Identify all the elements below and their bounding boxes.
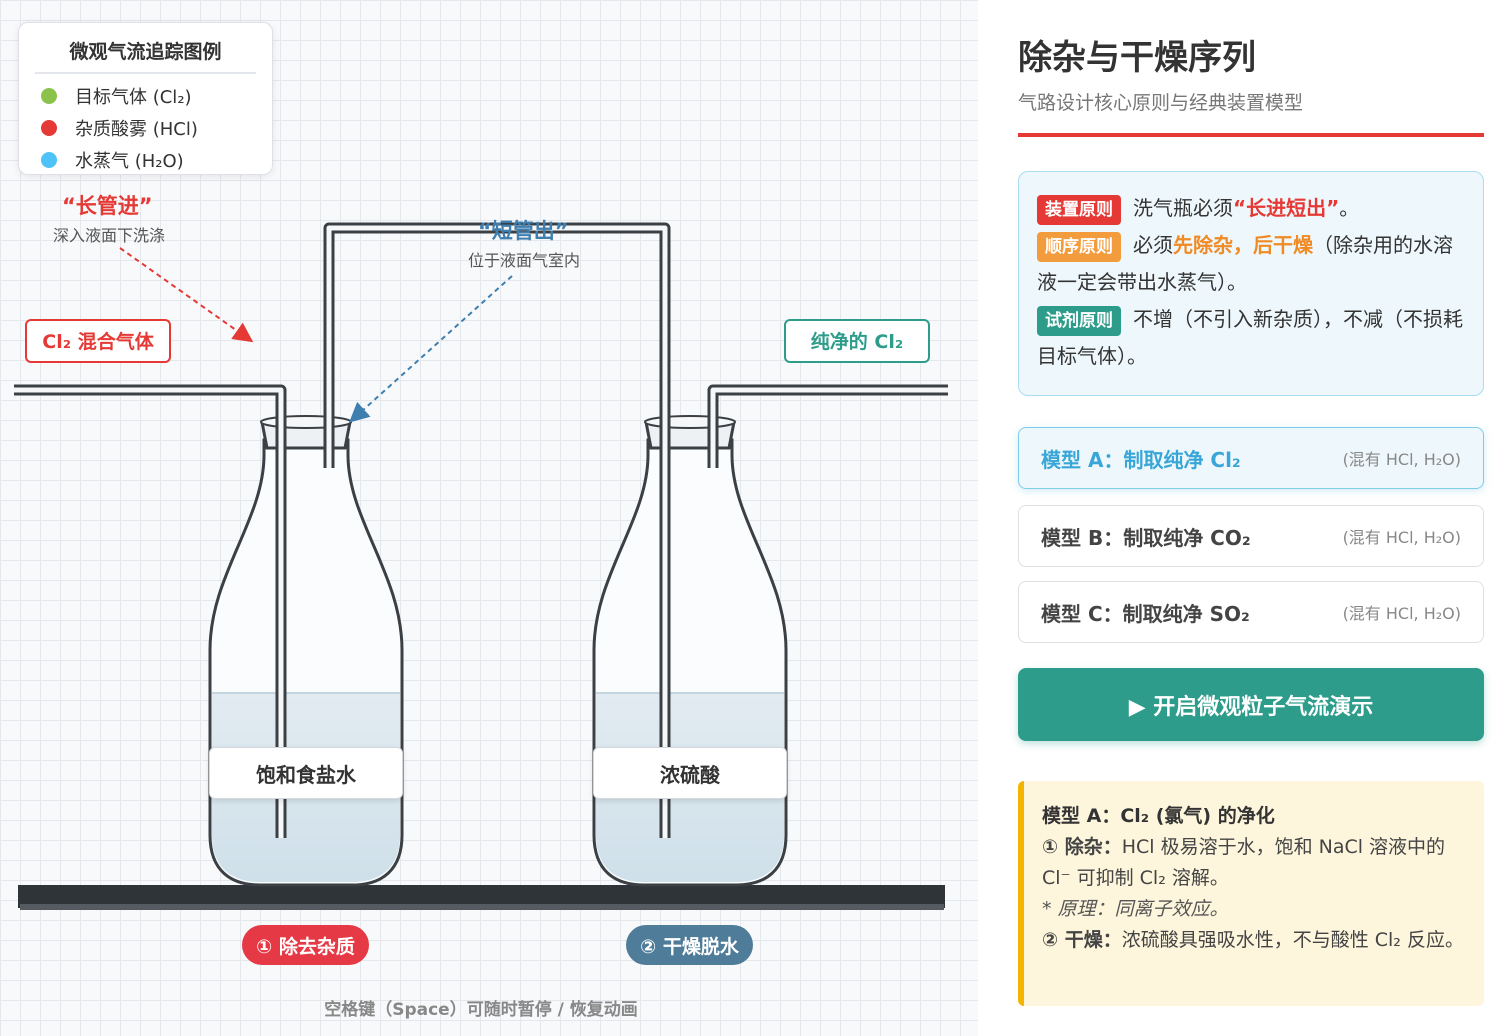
blue-dot-icon (41, 152, 57, 168)
info-note: * 原理：同离子效应。 (1042, 898, 1229, 920)
legend-item-hcl: 杂质酸雾 (HCl) (35, 112, 256, 144)
start-demo-button[interactable]: ▶ 开启微观粒子气流演示 (1018, 668, 1484, 741)
step-badge-dry: ② 干燥脱水 (626, 925, 753, 965)
legend-label: 杂质酸雾 (HCl) (75, 119, 198, 140)
info-step-label: ② 干燥： (1042, 929, 1122, 951)
legend-title: 微观气流追踪图例 (35, 37, 256, 74)
title-divider (1018, 133, 1484, 137)
model-name: 模型 B：制取纯净 CO₂ (1041, 525, 1251, 550)
outlet-tube (707, 384, 948, 468)
short-out-subtitle: 位于液面气室内 (468, 251, 581, 270)
principle-apparatus: 装置原则洗气瓶必须“长进短出”。 (1037, 190, 1465, 227)
panel-title: 除杂与干燥序列 (1018, 38, 1256, 78)
model-name: 模型 C：制取纯净 SO₂ (1041, 601, 1250, 626)
principle-text: （除杂用的水溶液一定会带出水蒸气）。 (1037, 233, 1453, 294)
principle-highlight: “长进短出” (1233, 196, 1340, 220)
model-name: 模型 A：制取纯净 Cl₂ (1041, 447, 1241, 472)
base-platform-edge (20, 904, 944, 910)
red-dot-icon (41, 120, 57, 136)
legend-item-h2o: 水蒸气 (H₂O) (35, 144, 256, 176)
principle-text: 。 (1339, 196, 1360, 220)
info-step-text: HCl 极易溶于水，饱和 NaCl 溶液中的 Cl⁻ 可抑制 Cl₂ 溶解。 (1042, 836, 1446, 889)
side-panel: 除杂与干燥序列 气路设计核心原则与经典装置模型 装置原则洗气瓶必须“长进短出”。… (978, 0, 1504, 1036)
wash-bottle-1 (208, 415, 404, 887)
info-step-label: ① 除杂： (1042, 836, 1122, 858)
keyboard-hint: 空格键（Space）可随时暂停 / 恢复动画 (324, 1000, 638, 1020)
principle-highlight: 先除杂，后干燥 (1173, 233, 1313, 257)
info-step1: ① 除杂：HCl 极易溶于水，饱和 NaCl 溶液中的 Cl⁻ 可抑制 Cl₂ … (1042, 832, 1466, 894)
model-impurity: (混有 HCl, H₂O) (1342, 604, 1461, 623)
legend: 微观气流追踪图例 目标气体 (Cl₂) 杂质酸雾 (HCl) 水蒸气 (H₂O) (18, 22, 273, 175)
green-dot-icon (41, 88, 57, 104)
info-title: 模型 A：Cl₂ (氯气) 的净化 (1042, 805, 1275, 827)
principle-text: 洗气瓶必须 (1133, 196, 1233, 220)
model-c-button[interactable]: 模型 C：制取纯净 SO₂ (混有 HCl, H₂O) (1018, 581, 1484, 643)
principle-text: 不增（不引入新杂质），不减（不损耗目标气体）。 (1037, 307, 1463, 368)
info-step-text: 浓硫酸具强吸水性，不与酸性 Cl₂ 反应。 (1121, 929, 1464, 951)
model-impurity: (混有 HCl, H₂O) (1342, 528, 1461, 547)
short-out-title: “短管出” (478, 219, 569, 243)
model-b-button[interactable]: 模型 B：制取纯净 CO₂ (混有 HCl, H₂O) (1018, 505, 1484, 567)
inlet-gas-tag: Cl₂ 混合气体 (25, 319, 171, 363)
base-platform (18, 885, 945, 908)
liquid-label-sulfuric: 浓硫酸 (593, 747, 787, 799)
liquid-label-saline: 饱和食盐水 (209, 747, 403, 799)
wash-bottle-2 (592, 415, 788, 887)
principle-order: 顺序原则必须先除杂，后干燥（除杂用的水溶液一定会带出水蒸气）。 (1037, 227, 1465, 301)
long-in-subtitle: 深入液面下洗涤 (53, 226, 166, 245)
badge-reagent: 试剂原则 (1037, 305, 1121, 336)
badge-order: 顺序原则 (1037, 231, 1121, 262)
legend-item-cl2: 目标气体 (Cl₂) (35, 80, 256, 112)
principle-reagent: 试剂原则不增（不引入新杂质），不减（不损耗目标气体）。 (1037, 301, 1465, 375)
legend-label: 水蒸气 (H₂O) (75, 151, 184, 172)
model-a-button[interactable]: 模型 A：制取纯净 Cl₂ (混有 HCl, H₂O) (1018, 427, 1484, 489)
long-in-title: “长管进” (62, 194, 153, 218)
model-info-box: 模型 A：Cl₂ (氯气) 的净化 ① 除杂：HCl 极易溶于水，饱和 NaCl… (1018, 781, 1484, 1006)
principle-text: 必须 (1133, 233, 1173, 257)
short-out-arrow (349, 275, 513, 423)
legend-label: 目标气体 (Cl₂) (75, 87, 192, 108)
info-step2: ② 干燥：浓硫酸具强吸水性，不与酸性 Cl₂ 反应。 (1042, 925, 1466, 956)
principles-box: 装置原则洗气瓶必须“长进短出”。 顺序原则必须先除杂，后干燥（除杂用的水溶液一定… (1018, 171, 1484, 396)
outlet-gas-tag: 纯净的 Cl₂ (784, 319, 930, 363)
badge-apparatus: 装置原则 (1037, 194, 1121, 225)
model-impurity: (混有 HCl, H₂O) (1342, 450, 1461, 469)
panel-subtitle: 气路设计核心原则与经典装置模型 (1018, 92, 1304, 114)
step-badge-purify: ① 除去杂质 (242, 925, 369, 965)
apparatus-stage: 微观气流追踪图例 目标气体 (Cl₂) 杂质酸雾 (HCl) 水蒸气 (H₂O)… (0, 0, 978, 1036)
